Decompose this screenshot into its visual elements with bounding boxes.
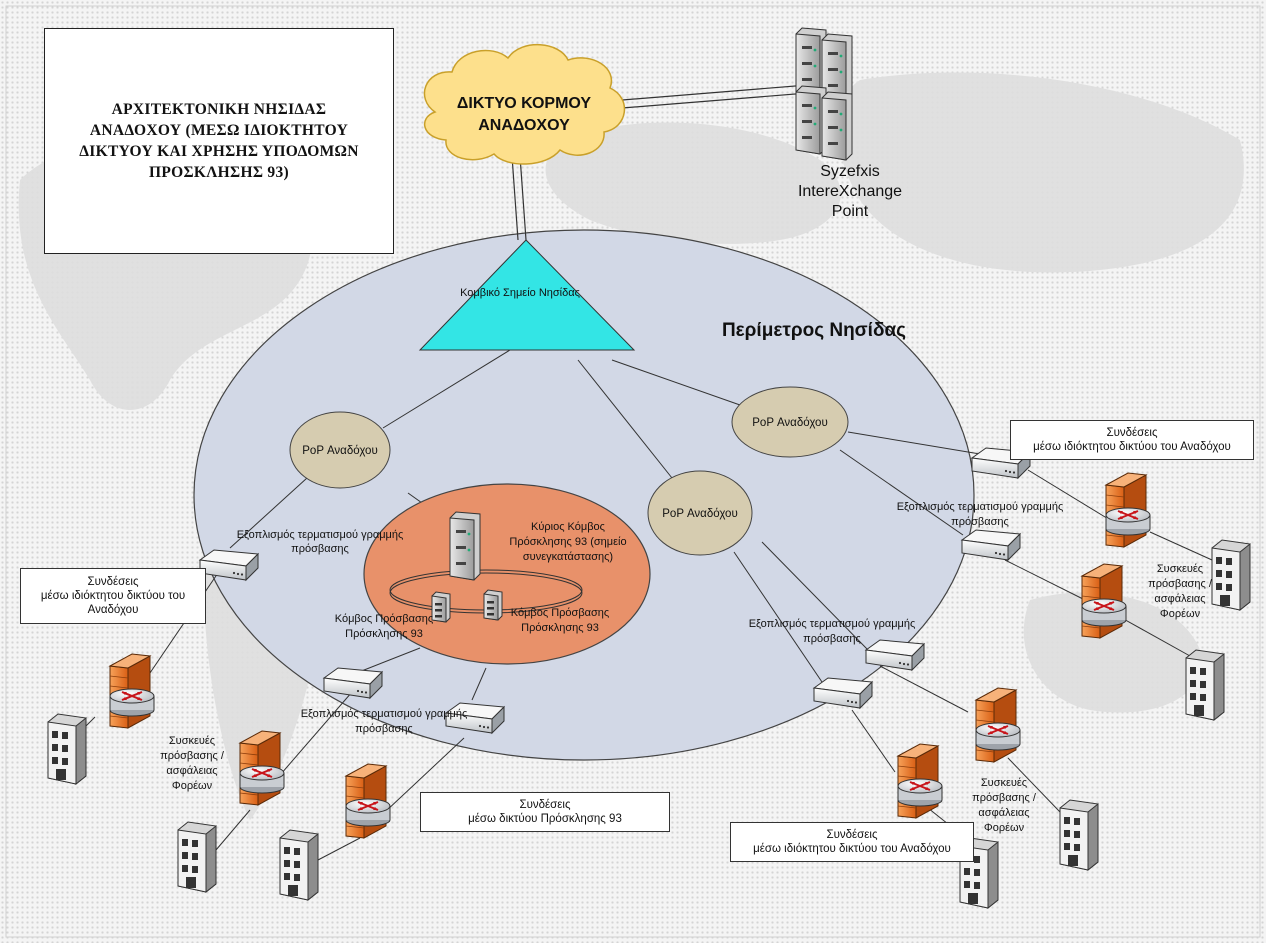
callout-left: Συνδέσεις μέσω ιδιόκτητου δικτύου του Αν… xyxy=(20,568,206,624)
callout-bottom-right: Συνδέσεις μέσω ιδιόκτητου δικτύου του Αν… xyxy=(730,822,974,862)
backbone-link xyxy=(511,83,821,241)
diagram-frame xyxy=(5,5,1261,938)
firewall-router-icon xyxy=(897,743,943,819)
callout-bottom-center: Συνδέσεις μέσω δικτύου Πρόσκλησης 93 xyxy=(420,792,670,832)
pop-left-label: PoP Αναδόχου xyxy=(302,445,378,457)
main-node-label-line3: συνεγκατάστασης) xyxy=(523,551,613,563)
devices-label-right: Συσκευές πρόσβασης / ασφάλειας Φορέων xyxy=(1148,563,1213,620)
main-node-label-line2: Πρόσκλησης 93 (σημείο xyxy=(509,536,626,548)
termination-modem-icon xyxy=(961,529,1021,561)
firewall-router-icon xyxy=(239,730,285,806)
pop-center xyxy=(647,470,753,556)
pop-center-label: PoP Αναδόχου xyxy=(662,508,738,520)
svg-text:Φορέων: Φορέων xyxy=(172,780,213,792)
termination-label-center-line1: Εξοπλισμός τερματισμού γραμμής xyxy=(749,618,916,630)
access-node-right-server-icon xyxy=(483,589,503,621)
termination-label-right-line2: πρόσβασης xyxy=(951,516,1009,528)
termination-label-bottom-line1: Εξοπλισμός τερματισμού γραμμής xyxy=(301,708,468,720)
svg-text:Φορέων: Φορέων xyxy=(1160,608,1201,620)
building-icon xyxy=(1185,649,1225,721)
devices-label-left: Συσκευές πρόσβασης / ασφάλειας Φορέων xyxy=(160,735,225,792)
firewall-router-icon xyxy=(1081,563,1127,639)
termination-label-center-line2: πρόσβασης xyxy=(803,633,861,645)
access-node-left-server-icon xyxy=(431,591,451,623)
access-node-left-label-line2: Πρόσκλησης 93 xyxy=(345,628,423,640)
building-icon xyxy=(1211,539,1251,611)
main-node-label-line1: Κύριος Κόμβος xyxy=(531,521,605,533)
svg-text:πρόσβασης /: πρόσβασης / xyxy=(1148,578,1213,590)
svg-text:Φορέων: Φορέων xyxy=(984,822,1025,834)
main-node-server-icon xyxy=(449,511,481,581)
perimeter-ellipse xyxy=(193,229,975,761)
pop-right xyxy=(731,386,849,458)
svg-text:Συσκευές: Συσκευές xyxy=(981,777,1027,789)
building-icon xyxy=(177,821,217,893)
termination-label-right-line1: Εξοπλισμός τερματισμού γραμμής xyxy=(897,501,1064,513)
access-node-right-label-line1: Κόμβος Πρόσβασης xyxy=(511,607,609,619)
perimeter-label: Περίμετρος Νησίδας xyxy=(722,320,906,341)
callout-top-right: Συνδέσεις μέσω ιδιόκτητου δικτύου του Αν… xyxy=(1010,420,1254,460)
ixp-server-icon xyxy=(795,27,853,161)
svg-text:πρόσβασης /: πρόσβασης / xyxy=(972,792,1037,804)
cloud-label-line1: ΔΙΚΤΥΟ ΚΟΡΜΟΥ xyxy=(457,95,591,112)
pop-left xyxy=(289,411,391,489)
triangle-hub-icon xyxy=(418,239,636,351)
firewall-router-icon xyxy=(975,687,1021,763)
devices-label-bottom-right: Συσκευές πρόσβασης / ασφάλειας Φορέων xyxy=(972,777,1037,834)
building-icon xyxy=(279,829,319,901)
svg-text:ασφάλειας: ασφάλειας xyxy=(166,765,217,777)
pop-right-label: PoP Αναδόχου xyxy=(752,417,828,429)
diagram-title: ΑΡΧΙΤΕΚΤΟΝΙΚΗ ΝΗΣΙΔΑΣ ΑΝΑΔΟΧΟΥ (ΜΕΣΩ ΙΔΙ… xyxy=(79,101,359,181)
termination-label-bottom-line2: πρόσβασης xyxy=(355,723,413,735)
svg-text:πρόσβασης /: πρόσβασης / xyxy=(160,750,225,762)
ixp-label-line2: IntereXchange xyxy=(798,183,902,200)
termination-label-left-line2: πρόσβασης xyxy=(291,543,349,555)
ixp-label-line1: Syzefxis xyxy=(820,163,880,180)
title-box: ΑΡΧΙΤΕΚΤΟΝΙΚΗ ΝΗΣΙΔΑΣ ΑΝΑΔΟΧΟΥ (ΜΕΣΩ ΙΔΙ… xyxy=(44,28,394,254)
ixp-label-line3: Point xyxy=(832,203,869,220)
building-icon xyxy=(1059,799,1099,871)
access-node-left-label-line1: Κόμβος Πρόσβασης xyxy=(335,613,433,625)
firewall-router-icon xyxy=(345,763,391,839)
cloud-label-line2: ΑΝΑΔΟΧΟΥ xyxy=(478,117,570,134)
svg-text:ασφάλειας: ασφάλειας xyxy=(978,807,1029,819)
firewall-router-icon xyxy=(109,653,155,729)
svg-text:ασφάλειας: ασφάλειας xyxy=(1154,593,1205,605)
svg-text:Συσκευές: Συσκευές xyxy=(1157,563,1203,575)
building-icon xyxy=(47,713,87,785)
cloud-icon xyxy=(423,44,626,165)
svg-text:Συσκευές: Συσκευές xyxy=(169,735,215,747)
access-node-right-label-line2: Πρόσκλησης 93 xyxy=(521,622,599,634)
firewall-router-icon xyxy=(1105,472,1151,548)
termination-label-left-line1: Εξοπλισμός τερματισμού γραμμής xyxy=(237,529,404,541)
hub-label: Κομβικό Σημείο Νησίδας xyxy=(460,287,580,299)
